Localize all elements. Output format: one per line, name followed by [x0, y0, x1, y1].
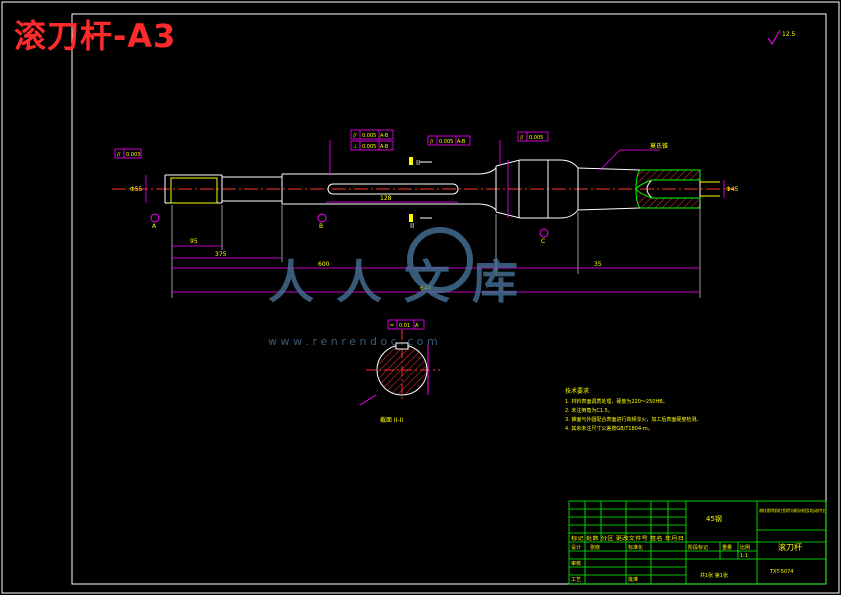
- svg-text:A-B: A-B: [457, 139, 466, 145]
- tolerance-frame-3: ⊥ 0.005 A-B: [350, 140, 394, 151]
- section-mark-upper: II: [416, 159, 420, 167]
- svg-text:0.003: 0.003: [126, 152, 140, 158]
- tb-stage: 阶段标记: [688, 544, 708, 551]
- datum-c: C: [541, 238, 545, 245]
- extension-lines: [171, 200, 701, 298]
- svg-text://: //: [117, 152, 121, 158]
- svg-text:A-B: A-B: [380, 144, 389, 150]
- tech-req-line-3: 3. 锥面与外圆配合表面进行高频淬火，加工后表面硬度检测。: [565, 416, 701, 423]
- dim-d3: 128: [380, 195, 392, 202]
- tb-process: 工艺: [571, 577, 581, 583]
- title-block-text: 45钢 湖南文理学院机械工程学院 机械设计制造及其自动化专业 滚刀杆 TXT-5…: [571, 507, 825, 583]
- svg-text:⊥: ⊥: [353, 144, 357, 150]
- tolerance-frame-1: // 0.003: [114, 148, 142, 159]
- tech-req-title: 技术要求: [565, 387, 589, 395]
- dim-d1: 95: [190, 238, 198, 245]
- svg-text://: //: [430, 139, 434, 145]
- taper-hatch-bottom: [635, 187, 701, 209]
- left-bore: [170, 177, 218, 204]
- svg-text:A: A: [415, 323, 419, 329]
- tolerance-frame-6: = 0.01 A: [387, 319, 425, 330]
- tb-drawing-no: TXT-5074: [769, 569, 794, 575]
- inner-frame: [71, 13, 827, 585]
- dim-dia-left: Φ55: [130, 186, 143, 193]
- tolerance-frame-5: // 0.005: [517, 131, 549, 142]
- section-view: 截面 II-II: [359, 330, 440, 424]
- tb-review: 审核: [571, 560, 581, 567]
- roughness-value: 12.5: [782, 31, 796, 38]
- tb-weight: 重量: [722, 544, 732, 551]
- tb-approve: 批准: [628, 576, 638, 583]
- svg-text://: //: [520, 135, 524, 141]
- datum-a: A: [152, 223, 157, 230]
- section-mark-lower: II: [410, 222, 414, 230]
- svg-text://: //: [353, 133, 357, 139]
- tb-ratio: 比例: [740, 544, 750, 551]
- tb-sheets: 共1张 第1张: [700, 572, 728, 579]
- dim-d5: 35: [594, 261, 602, 268]
- svg-text:0.01: 0.01: [399, 323, 410, 329]
- drawing-title: 滚刀杆-A3: [14, 17, 177, 55]
- tolerance-frame-2: // 0.005 A-B: [350, 129, 394, 140]
- svg-text:=: =: [390, 323, 394, 329]
- datum-b: B: [319, 223, 323, 230]
- tb-material: 45钢: [706, 514, 722, 523]
- shaft-main-view: [112, 159, 735, 219]
- tolerance-frames: // 0.003 // 0.005 A-B ⊥ 0.005 A-B // 0.0…: [114, 129, 549, 330]
- tech-req-line-4: 4. 其余未注尺寸公差按GB/T1804-m。: [565, 425, 653, 432]
- tolerance-frame-4: // 0.005 A-B: [427, 135, 471, 146]
- datum-markers: A B C: [150, 213, 549, 245]
- tech-req-line-2: 2. 未注倒角为C1.5。: [565, 407, 613, 414]
- tb-header-row: 标记 处数 分区 更改文件号 签名 年月日: [571, 535, 684, 542]
- svg-text:0.005: 0.005: [439, 139, 453, 145]
- tb-design: 设计: [571, 544, 581, 551]
- tech-req-line-1: 1. 材料表面调质处理，硬度为220～250HB。: [565, 398, 668, 405]
- svg-text:A-B: A-B: [380, 133, 389, 139]
- thread-callout: 莫氏锥: [650, 142, 668, 150]
- svg-text:0.005: 0.005: [362, 144, 376, 150]
- watermark-url: w w w . r e n r e n d o c . c o m: [268, 335, 438, 348]
- dim-d2: 375: [215, 251, 227, 258]
- tb-part-name: 滚刀杆: [778, 542, 802, 552]
- svg-text:0.005: 0.005: [529, 135, 543, 141]
- section-marks: II II: [409, 157, 432, 230]
- section-view-label: 截面 II-II: [380, 416, 403, 424]
- tb-std: 标准化: [628, 544, 643, 551]
- tb-scale: 1:1: [740, 553, 748, 559]
- dim-dia-right: Φ45: [726, 186, 739, 193]
- tb-school: 湖南文理学院机械工程学院 机械设计制造及其自动化专业: [759, 507, 825, 513]
- roughness-symbol-corner: 12.5: [767, 29, 796, 45]
- tb-designer: 张晓: [590, 544, 600, 551]
- svg-text:0.005: 0.005: [362, 133, 376, 139]
- tech-requirements: 技术要求 1. 材料表面调质处理，硬度为220～250HB。 2. 未注倒角为C…: [565, 387, 701, 432]
- watermark-logo: 人人文库: [268, 255, 540, 309]
- dim-d4: 600: [318, 261, 330, 268]
- watermark: 人人文库 w w w . r e n r e n d o c . c o m: [268, 227, 540, 348]
- title-block: [568, 500, 827, 585]
- taper-hatch-top: [635, 169, 701, 191]
- keyway-slot: [327, 183, 459, 195]
